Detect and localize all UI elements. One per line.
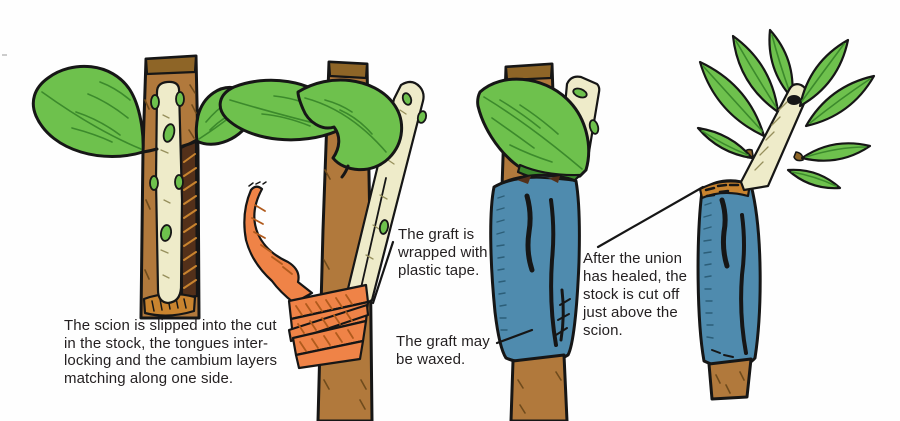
scion-side-bud: [588, 119, 600, 135]
scion-shoot-texture: [754, 101, 788, 171]
wax-top-edge: [494, 176, 577, 187]
scion-buds: [378, 92, 428, 235]
bark-texture: [517, 371, 562, 414]
wax-bottom-texture: [711, 349, 734, 358]
wax-coating: [696, 179, 762, 369]
caption-graft-waxed: The graft may be waxed.: [396, 333, 490, 368]
tape-ribbon-end: [243, 185, 314, 305]
step2-taped-graft: [218, 60, 428, 421]
wax-crease-streak: [549, 198, 558, 347]
stock-trunk-bottom: [707, 357, 753, 401]
wax-right-hatching: [555, 298, 571, 336]
wax-crease-streak: [524, 193, 535, 273]
wax-coating: [489, 173, 581, 366]
stock-cut-top: [327, 60, 369, 80]
right-leaf-petiole: [181, 139, 199, 148]
caption-after-union: After the union has healed, the stock is…: [583, 250, 688, 339]
scion-texture: [160, 114, 171, 279]
front-leaf-petiole: [340, 164, 350, 179]
step3-waxed-graft: [476, 62, 601, 421]
scion-top-bud: [572, 87, 588, 99]
wax-entry-shadows: [517, 176, 560, 184]
tape-wrap-hatching: [295, 294, 354, 352]
wax-left-texture: [496, 195, 508, 331]
stock-cut-top: [144, 54, 198, 76]
front-leaves: [696, 38, 876, 190]
wax-crease-streak: [739, 213, 748, 355]
back-leaves: [698, 28, 794, 138]
caption-scion-inserted: The scion is slipped into the cut in the…: [64, 317, 278, 387]
step1-scion-in-stock: [31, 54, 256, 320]
tape-ribbon-torn-edge: [248, 181, 267, 187]
bark-texture: [715, 371, 745, 394]
wax-crease-streak: [719, 197, 730, 269]
leader-line-wax: [495, 328, 534, 345]
leaf-axil-shadow: [787, 95, 801, 105]
caption-graft-wrapped: The graft is wrapped with plastic tape.: [398, 226, 488, 279]
stock-cut-texture: [704, 183, 740, 198]
scion-buds: [149, 91, 185, 242]
tape-wrap: [287, 283, 370, 370]
leader-line-tape: [371, 240, 395, 305]
front-leaf: [296, 78, 404, 172]
tape-ribbon-hatching: [251, 204, 293, 275]
wax-crease-streak: [559, 288, 565, 342]
leader-line-union: [596, 185, 705, 249]
step4-healed-union: [596, 28, 876, 401]
leaf-veins: [483, 96, 583, 170]
left-leaf-petiole: [141, 147, 159, 154]
graft-cut-hatching: [183, 153, 197, 289]
stock-cut-top: [504, 62, 554, 82]
wax-left-texture: [703, 202, 714, 339]
stock-trunk-bottom: [509, 353, 569, 421]
front-leaf-veins: [304, 97, 387, 153]
scion: [154, 80, 184, 305]
stray-mark: [2, 54, 7, 56]
left-leaf-veins: [41, 81, 142, 150]
